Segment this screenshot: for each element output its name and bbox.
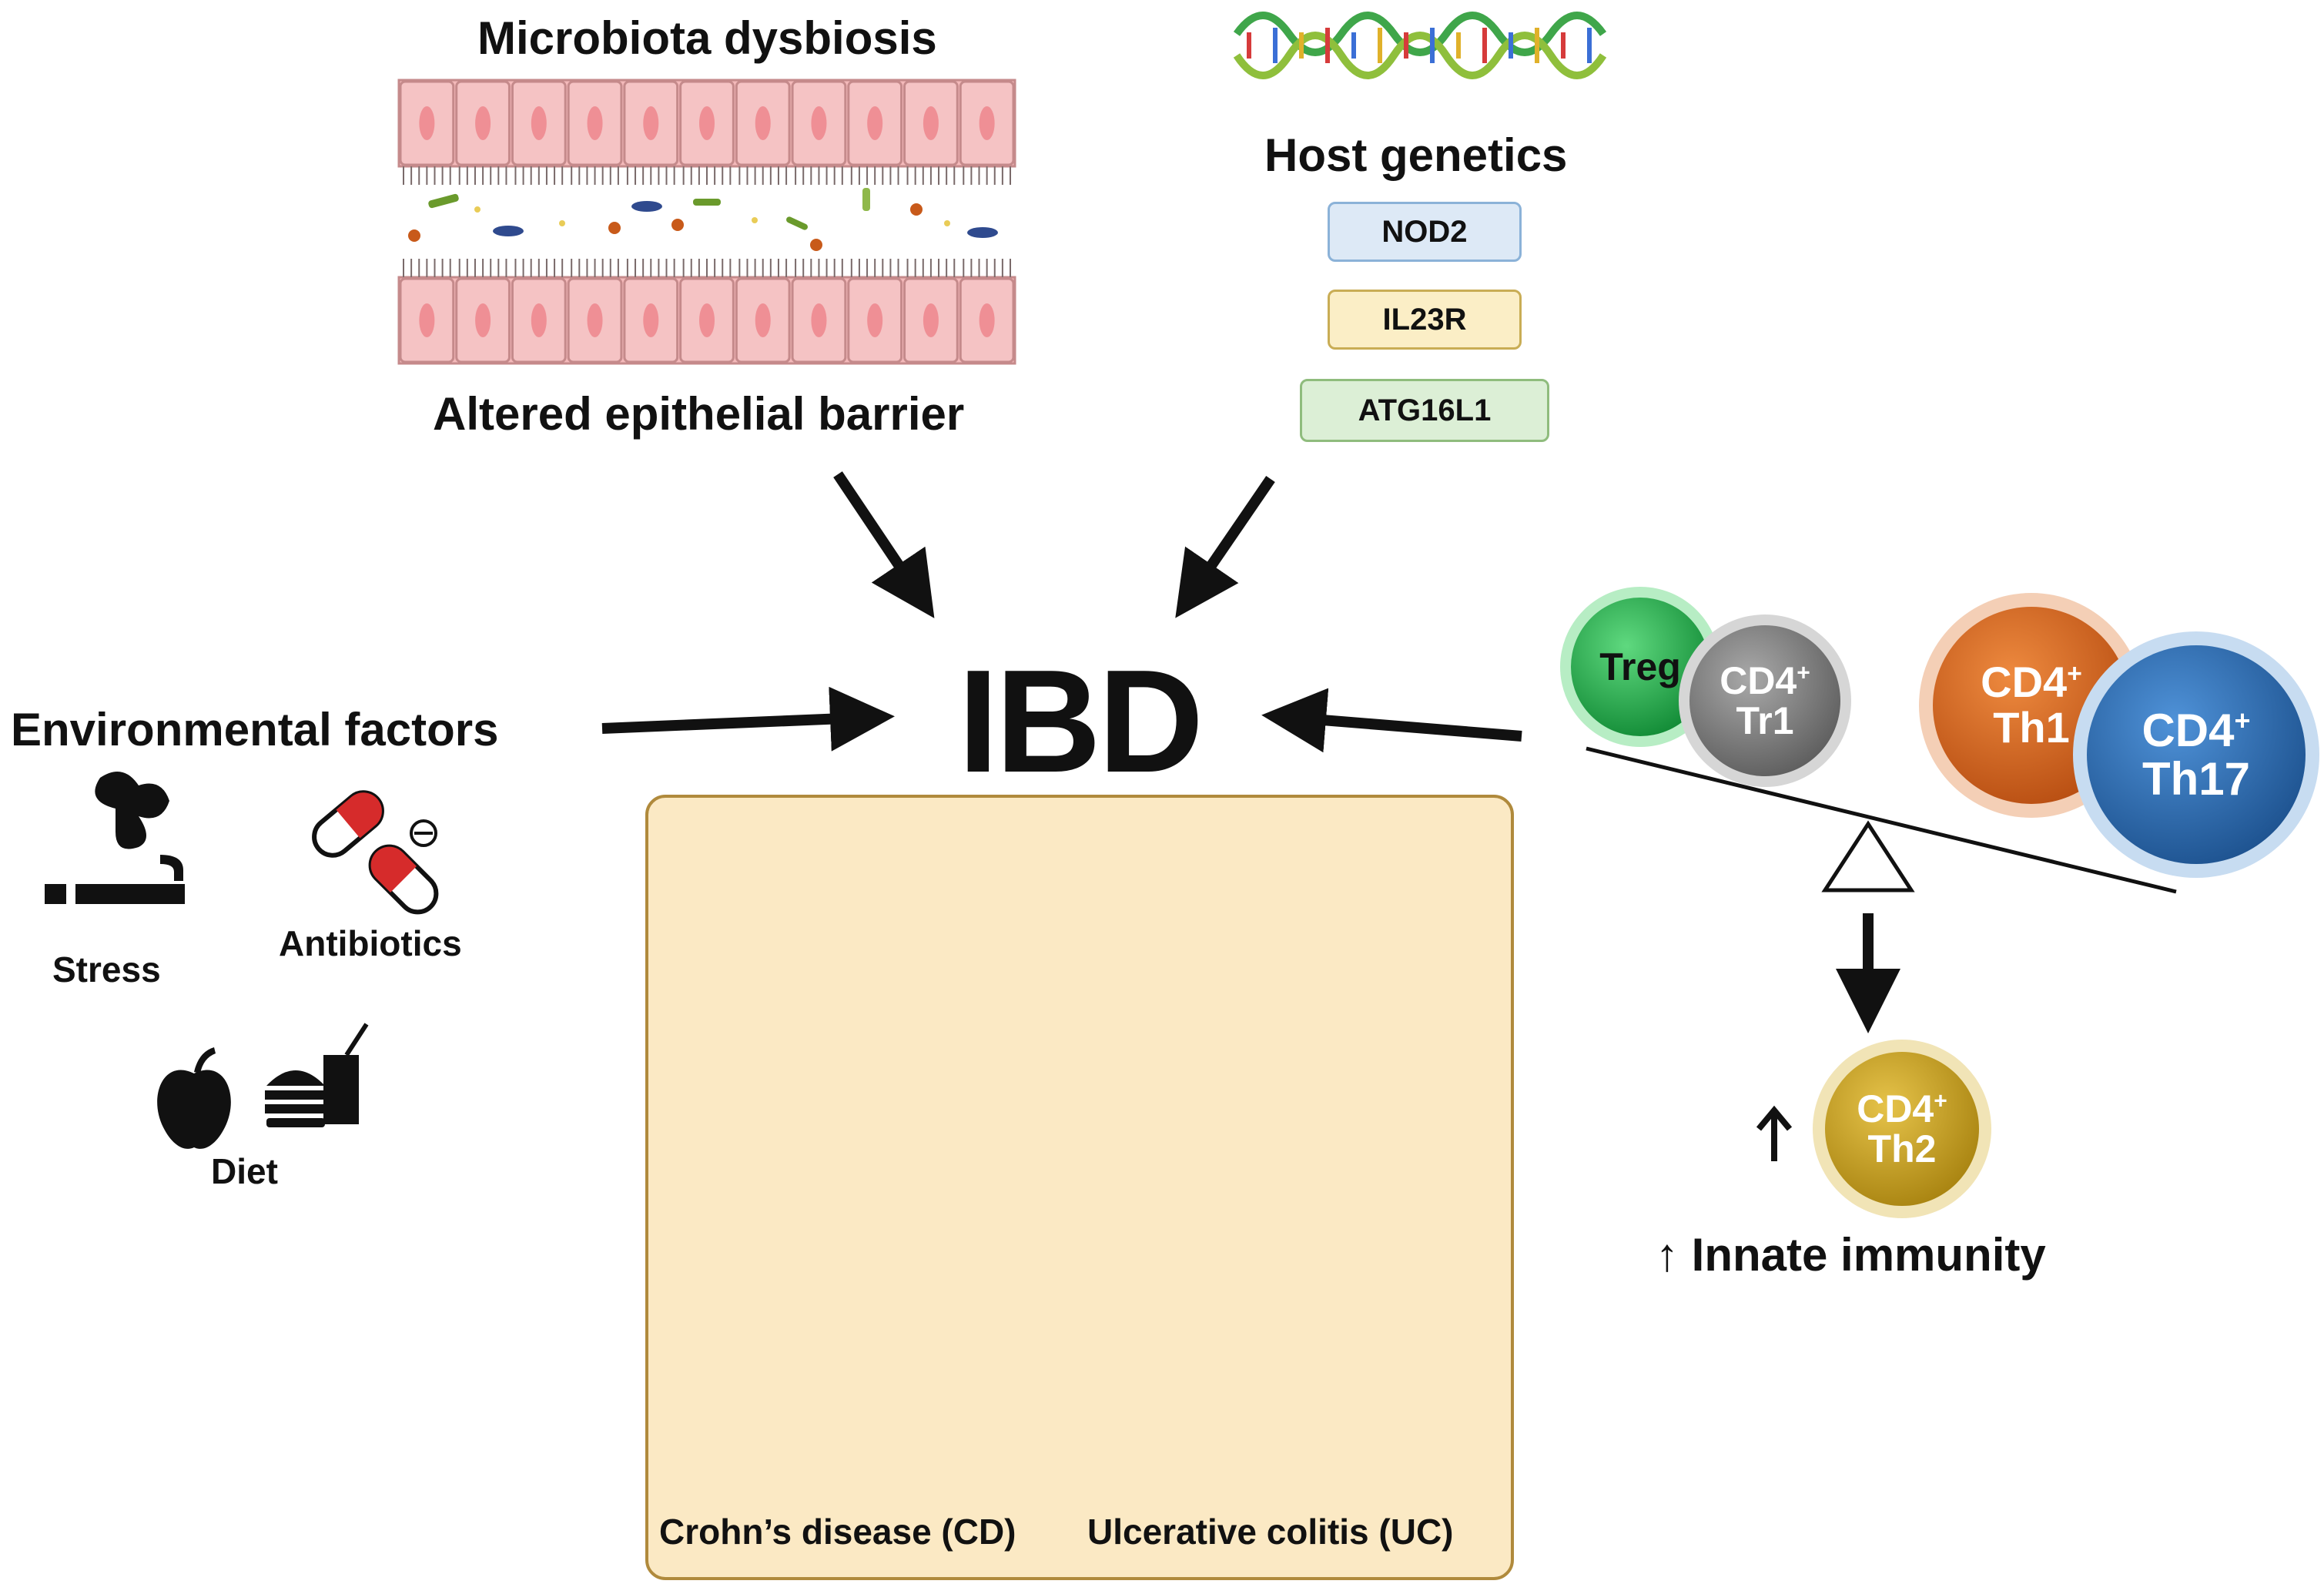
th1-label: Th1 [1993, 703, 2070, 752]
cell-nucleus [643, 303, 659, 337]
treg-label-wrap: Treg [1571, 598, 1710, 736]
th1-label-wrap: CD4+ Th1 [1933, 607, 2130, 804]
microbiota-dysbiosis-title: Microbiota dysbiosis [477, 12, 937, 64]
treg-cell [1571, 598, 1710, 736]
th2-cell [1825, 1052, 1979, 1206]
epithelium-top-row [397, 79, 1016, 185]
cell-nucleus [755, 303, 771, 337]
apple-icon [157, 1047, 231, 1149]
treg-label: Treg [1599, 645, 1681, 688]
immune-cells [1560, 587, 2319, 1218]
cell-nucleus [699, 303, 715, 337]
tr1-cd4-label: CD4+ [1720, 658, 1810, 702]
arrow-from-immune [1261, 688, 1522, 753]
cell-nucleus [923, 106, 939, 140]
cell-nucleus [811, 106, 827, 140]
th2-label-wrap: CD4+ Th2 [1825, 1052, 1979, 1206]
tr1-cell [1689, 625, 1840, 776]
up-arrows [1756, 1105, 1793, 1161]
disease-panel [645, 795, 1514, 1580]
cigarette-icon [45, 772, 185, 904]
epithelial-barrier-caption: Altered epithelial barrier [433, 388, 965, 440]
diet-label: Diet [211, 1151, 278, 1191]
cell-nucleus [867, 303, 883, 337]
gene-box-il23r: IL23R [1328, 290, 1522, 350]
cell-nucleus [699, 106, 715, 140]
cell-nucleus [587, 303, 603, 337]
ulcerative-colitis-label: Ulcerative colitis (UC) [1087, 1512, 1454, 1552]
cell-nucleus [643, 106, 659, 140]
th2-cd4-label: CD4+ [1857, 1087, 1947, 1130]
cell-nucleus [979, 106, 995, 140]
th17-label-wrap: CD4+ Th17 [2087, 645, 2306, 864]
tr1-label: Tr1 [1736, 699, 1794, 742]
crohns-disease-label: Crohn’s disease (CD) [659, 1512, 1016, 1552]
microbiota-bacteria [408, 188, 998, 251]
dna-helix-icon [1233, 12, 1607, 79]
cell-nucleus [475, 106, 491, 140]
environmental-factors-title: Environmental factors [11, 704, 499, 755]
cell-nucleus [587, 106, 603, 140]
epithelium-bottom-row [397, 259, 1016, 365]
cell-nucleus [475, 303, 491, 337]
cell-nucleus [419, 106, 435, 140]
gene-box-nod2: NOD2 [1328, 202, 1522, 262]
cell-nucleus [867, 106, 883, 140]
innate-immunity-label: ↑ Innate immunity [1656, 1229, 2046, 1281]
cell-nucleus [979, 303, 995, 337]
th2-label: Th2 [1867, 1127, 1937, 1170]
cell-nucleus [419, 303, 435, 337]
cell-nucleus [811, 303, 827, 337]
arrow-from-environment [601, 686, 895, 752]
arrow-from-barrier [833, 471, 935, 618]
tr1-label-wrap: CD4+ Tr1 [1689, 625, 1840, 776]
host-genetics-title: Host genetics [1264, 129, 1568, 181]
cell-nucleus [531, 106, 547, 140]
th17-cell [2087, 645, 2306, 864]
stress-label: Stress [52, 949, 161, 990]
arrow-from-genetics [1175, 476, 1275, 618]
ibd-title: IBD [958, 640, 1204, 803]
fast-food-icon [265, 1023, 369, 1127]
th1-cd4-label: CD4+ [1981, 658, 2082, 707]
th17-label: Th17 [2141, 753, 2251, 805]
th17-cd4-label: CD4+ [2141, 705, 2251, 756]
arrows [601, 471, 1900, 1033]
cell-nucleus [923, 303, 939, 337]
cell-nucleus [531, 303, 547, 337]
gene-box-atg16l1: ATG16L1 [1300, 379, 1549, 442]
cell-nucleus [755, 106, 771, 140]
immune-balance-seesaw [1586, 746, 2177, 894]
antibiotics-label: Antibiotics [279, 923, 462, 963]
pills-icon [312, 790, 439, 915]
